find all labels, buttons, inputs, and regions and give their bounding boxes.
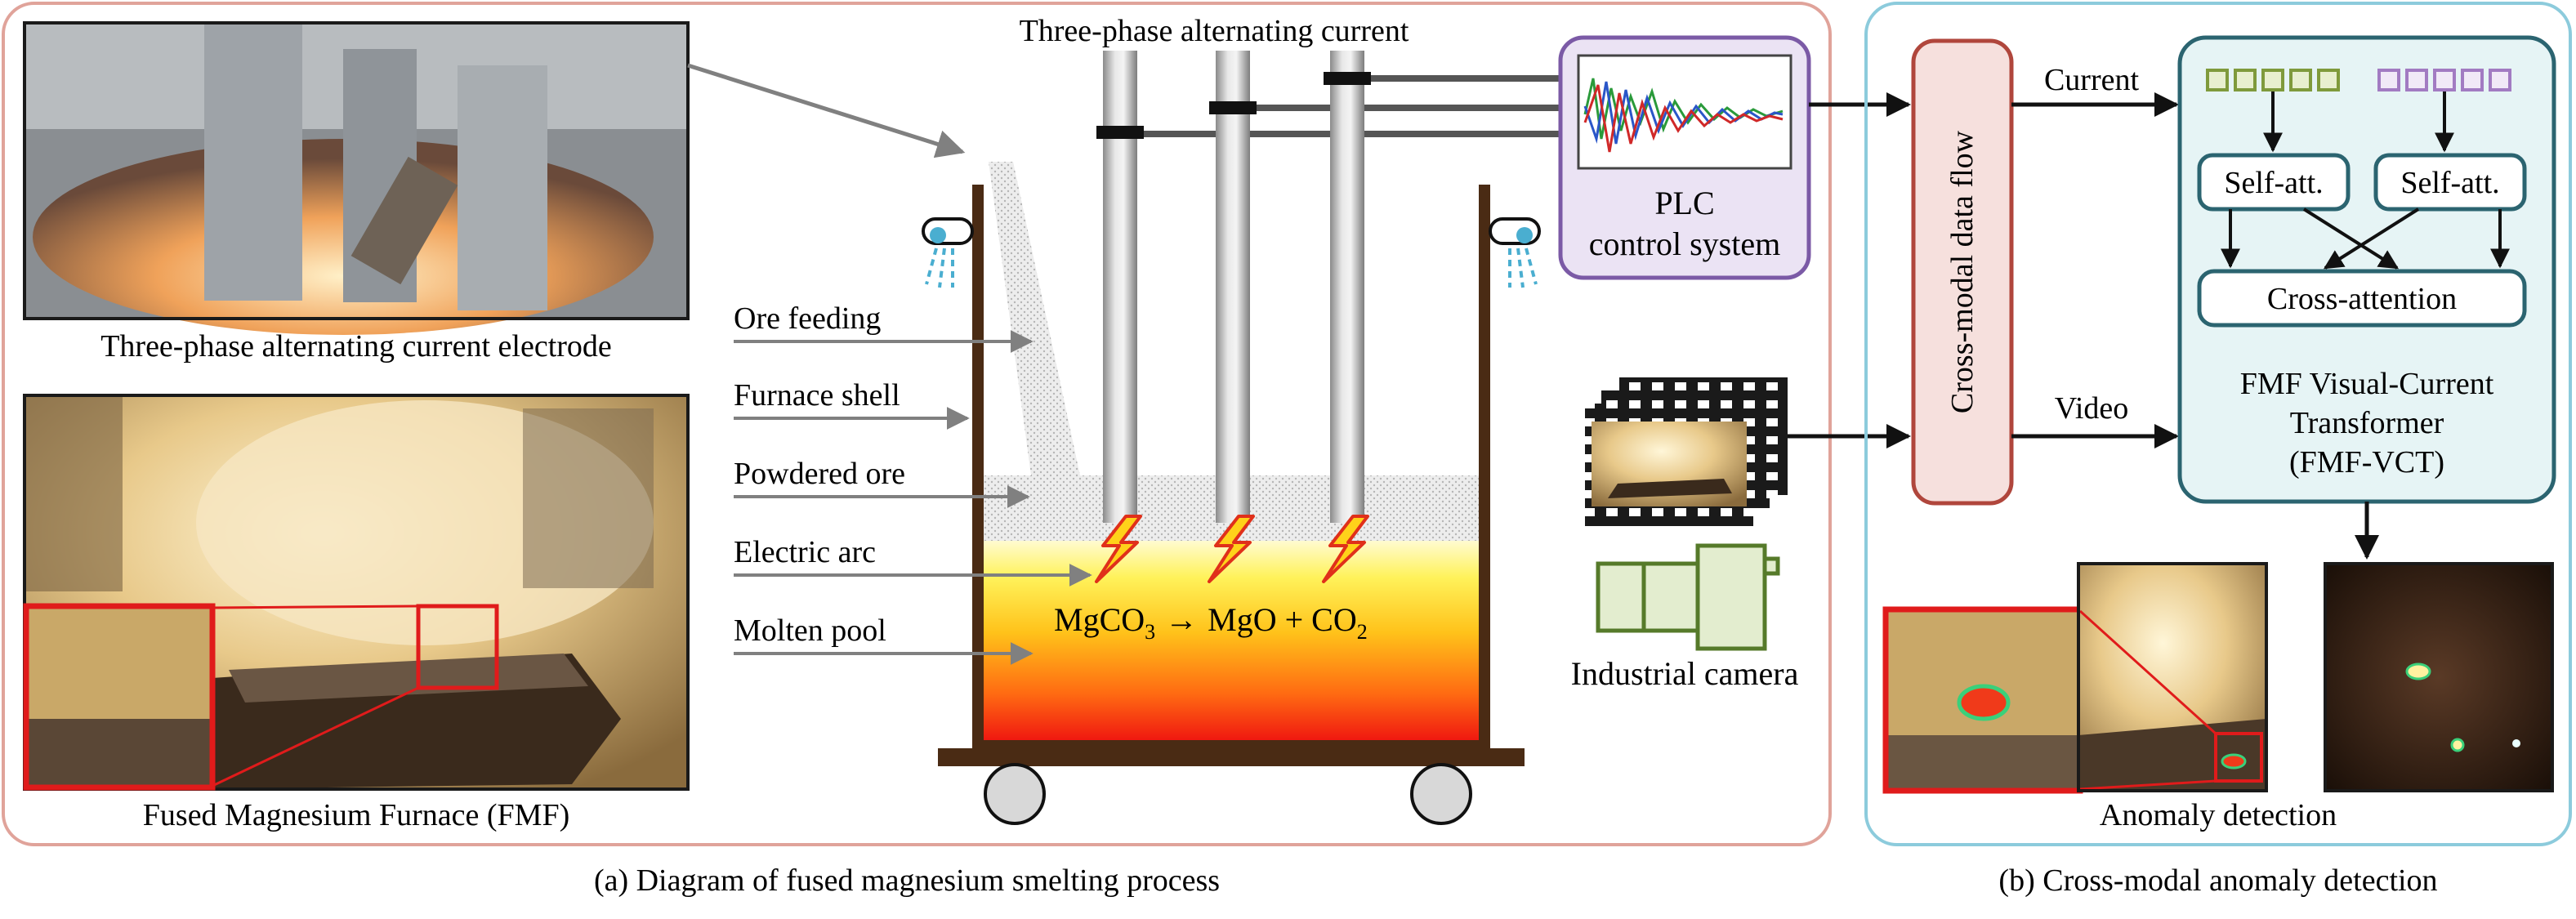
model-name-line3: (FMF-VCT) [2289,445,2444,480]
anomaly-results [1882,562,2554,794]
three-phase-title: Three-phase alternating current [1020,14,1409,48]
spray-nozzle-right-icon [1489,217,1541,288]
panel-b-frame [1864,2,2572,846]
electrode-pointer-arrow [687,63,966,158]
panel-a-caption: (a) Diagram of fused magnesium smelting … [594,863,1220,898]
plc-signal-red [1583,84,1784,153]
anomaly-label: Anomaly detection [2100,798,2337,832]
fmf-photo-caption: Fused Magnesium Furnace (FMF) [143,798,569,832]
component-labels: Ore feeding Furnace shell Powdered ore E… [734,301,1092,665]
self-att-label-2: Self-att. [2400,166,2499,200]
self-att-box-1 [2197,153,2351,212]
panel-a-frame [2,2,1832,846]
plc-control-system: PLC control system [1558,35,1811,280]
label-furnace-shell: Furnace shell [734,378,900,413]
fmf-photo [23,394,690,791]
label-electric-arc: Electric arc [734,535,876,569]
label-ore-feeding: Ore feeding [734,301,881,336]
data-flow-label: Cross-modal data flow [1945,130,1980,413]
self-att-label-1: Self-att. [2224,166,2323,200]
current-label: Current [2044,63,2140,97]
plc-signal-blue [1583,81,1784,145]
video-tokens [2377,69,2511,91]
spray-nozzle-left-icon [922,217,974,288]
electrode-photo [23,21,690,335]
camera-label: Industrial camera [1571,655,1799,692]
electrode-rods [1096,51,1371,523]
electrode-photo-caption: Three-phase alternating current electrod… [100,329,612,364]
video-label: Video [2055,391,2129,426]
electric-arc-icons [1095,515,1369,583]
label-molten-pool: Molten pool [734,613,886,648]
self-att-box-2 [2373,153,2527,212]
cross-attention-label: Cross-attention [2267,282,2457,316]
cross-modal-data-flow: Cross-modal data flow [1911,38,2014,506]
model-name-line1: FMF Visual-Current [2240,367,2494,401]
model-name-line2: Transformer [2290,406,2444,440]
plc-label-line1: PLC [1654,185,1714,221]
panel-b-caption: (b) Cross-modal anomaly detection [1998,863,2437,898]
cross-attention-box [2197,269,2527,328]
industrial-camera-icon [1596,543,1780,651]
plc-label-line2: control system [1589,225,1780,262]
fmf-vct-model: Self-att. Self-att. Cross-attention FMF … [2177,35,2556,504]
furnace [922,162,1541,825]
reaction-formula: MgCO3→MgO + CO2 [1054,601,1368,644]
video-frames-icon [1585,377,1788,526]
current-tokens [2206,69,2340,91]
label-powdered-ore: Powdered ore [734,457,905,491]
